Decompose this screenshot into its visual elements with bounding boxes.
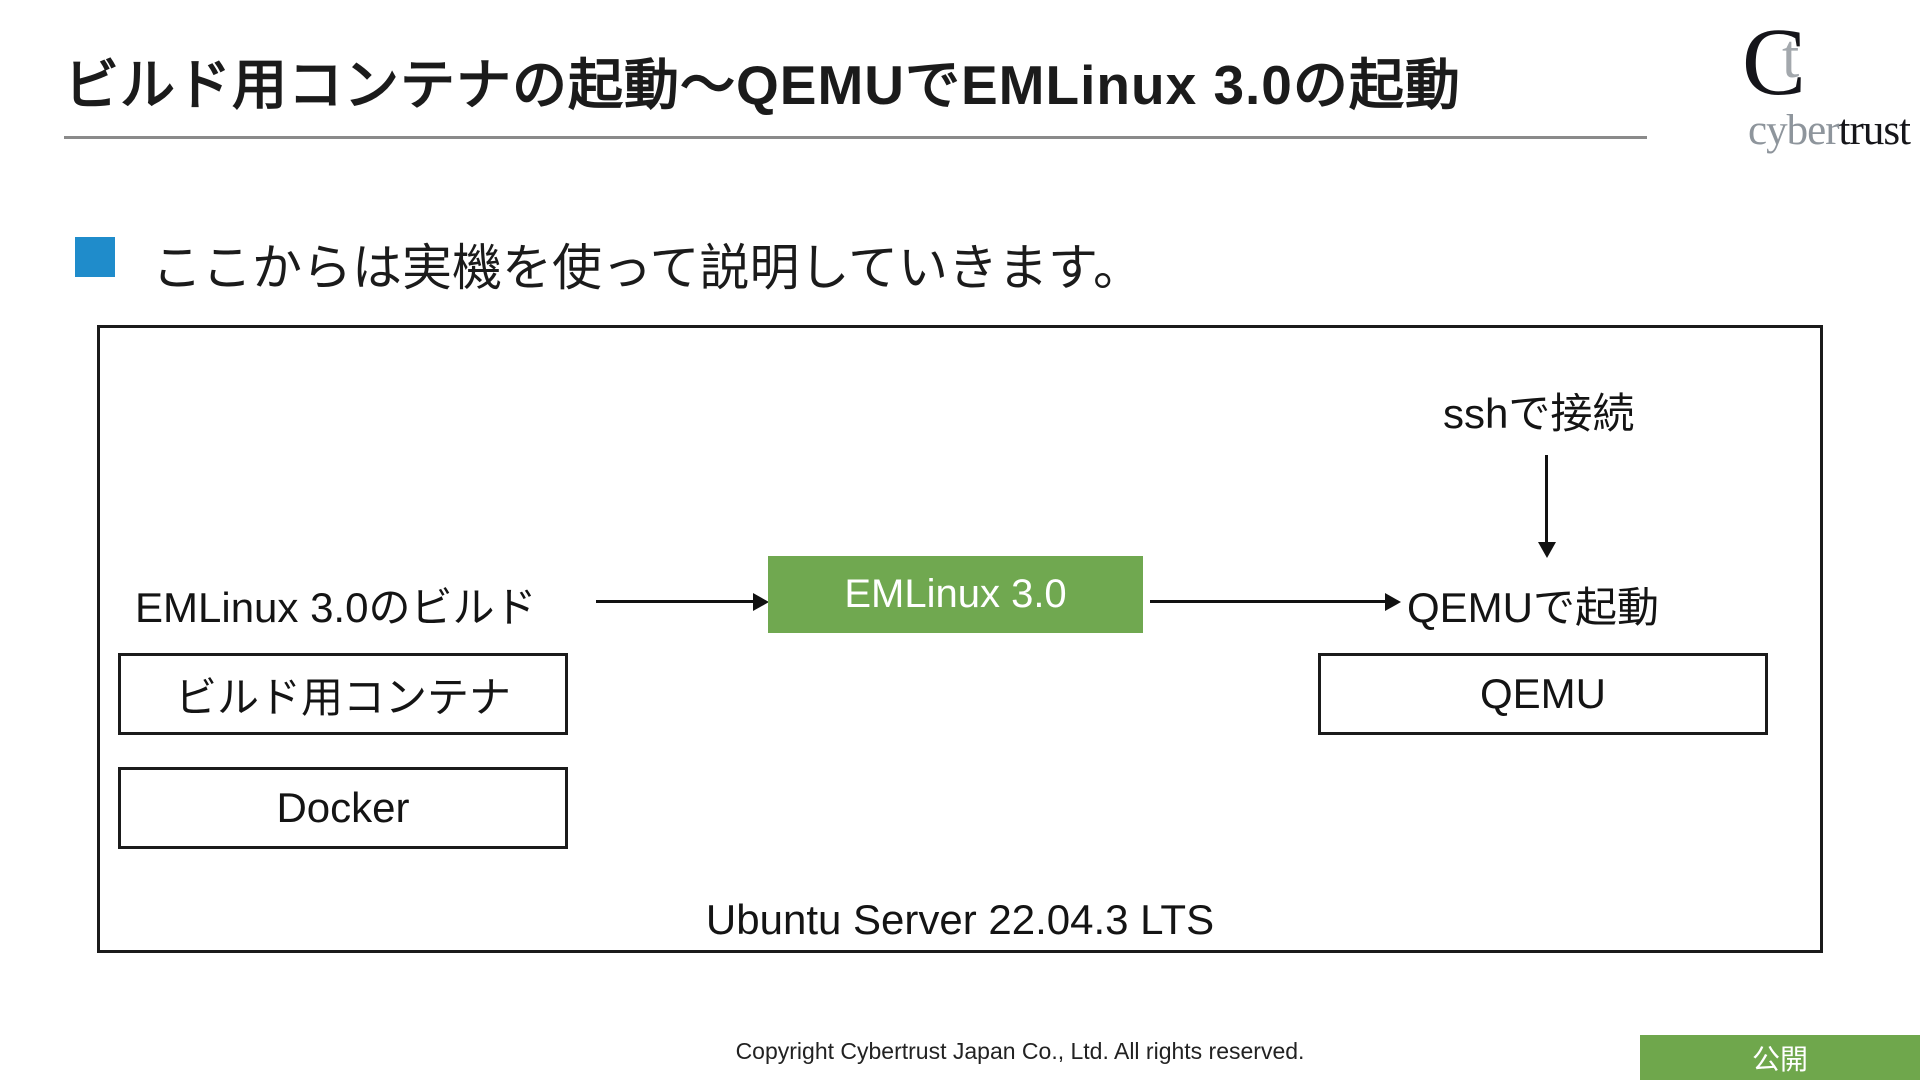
- cybertrust-logo: C t cybertrust: [1690, 14, 1911, 154]
- bullet-text: ここからは実機を使って説明していきます。: [152, 240, 1143, 296]
- public-badge: 公開: [1640, 1035, 1920, 1080]
- arrow-emlinux-to-qemu: [1150, 600, 1386, 603]
- build-container-box: ビルド用コンテナ: [118, 653, 568, 735]
- qemu-boot-label: QEMUで起動: [1407, 584, 1660, 631]
- page-title: ビルド用コンテナの起動～QEMUでEMLinux 3.0の起動: [64, 54, 1461, 116]
- cybertrust-logo-icon: C t: [1742, 14, 1832, 110]
- ubuntu-server-label: Ubuntu Server 22.04.3 LTS: [705, 896, 1215, 943]
- arrow-ssh-down: [1545, 455, 1548, 543]
- emlinux-box: EMLinux 3.0: [768, 556, 1143, 633]
- logo-c-glyph: C: [1742, 8, 1807, 115]
- arrow-build-to-emlinux: [596, 600, 754, 603]
- logo-t-glyph: t: [1782, 23, 1800, 91]
- qemu-box: QEMU: [1318, 653, 1768, 735]
- bullet-marker: [75, 237, 115, 277]
- title-underline: [64, 136, 1647, 139]
- docker-box: Docker: [118, 767, 568, 849]
- ssh-connect-label: sshで接続: [1443, 390, 1635, 437]
- cybertrust-wordmark: cybertrust: [1690, 107, 1911, 154]
- wordmark-trust: trust: [1838, 107, 1911, 154]
- emlinux-build-label: EMLinux 3.0のビルド: [135, 584, 537, 631]
- wordmark-cyber: cyber: [1748, 107, 1839, 154]
- copyright-text: Copyright Cybertrust Japan Co., Ltd. All…: [735, 1038, 1305, 1064]
